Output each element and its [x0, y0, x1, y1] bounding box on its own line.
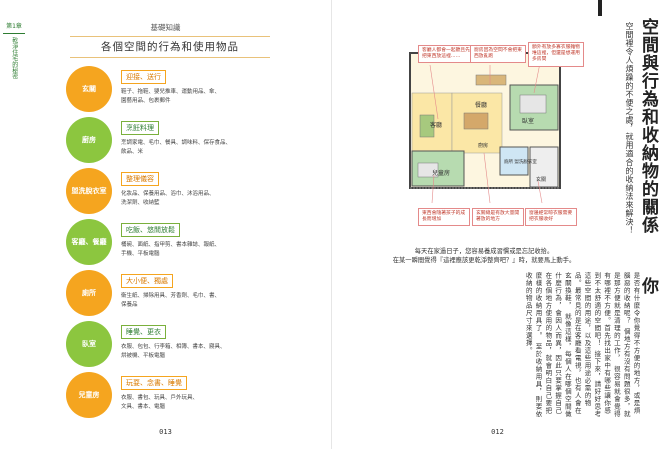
room-row: 客廳、餐廳吃飯、悠閒放鬆桶碗、面紙、指甲剪、書本雜誌、報紙、手機、平板電腦 — [66, 219, 296, 267]
subtitle: 空間裡令人煩躁的不便之處，就用適合的收納法來解決！ — [625, 22, 634, 235]
room-items-line: 園藝用品、包裹郵件 — [121, 98, 171, 104]
label-entry: 玄關 — [536, 176, 546, 183]
right-page: 客廳 餐廳 臥室 兒童房 廚房 廁所 盥洗脫衣室 玄關 客廳人都會一起聽且先把東… — [332, 0, 663, 449]
callout-kitchen: 廚房因為空間不會把東西放亂跑 — [470, 45, 526, 64]
kitchen-counter — [475, 74, 507, 86]
label-dining: 餐廳 — [475, 101, 487, 109]
room-activity: 玩耍、念書、睡覺 — [121, 376, 187, 390]
room-items: 衣服、書包、玩具、戶外玩具、文具、書本、電腦 — [121, 394, 291, 412]
room-activity: 吃飯、悠閒放鬆 — [121, 223, 180, 237]
room-items-line: 衛生紙、掃除用具、芳香劑、毛巾、書、 — [121, 293, 221, 299]
callout-wash: 窗邊經常晾衣服需要把衣服收好 — [525, 208, 577, 227]
room-circle: 盥洗脫衣室 — [66, 168, 112, 214]
room-circle: 兒童房 — [66, 372, 112, 418]
label-kitchen: 廚房 — [478, 142, 488, 149]
room-activity: 迎接、送行 — [121, 70, 166, 84]
chapter-title: 乾淨住宅的秘密 — [10, 36, 18, 79]
room-items: 化妝品、保養用品、浴巾、沐浴用品、洗潔劑、收納籃 — [121, 190, 291, 208]
callout-entry: 玄關總是有放大量開著放的地方 — [472, 208, 524, 227]
dining-table — [463, 112, 489, 130]
floor-plan: 客廳 餐廳 臥室 兒童房 廚房 廁所 盥洗脫衣室 玄關 — [409, 52, 561, 204]
intro-line-2: 在某一瞬間覺得『這裡應該更乾淨整齊吧？』時，就要馬上動手。 — [392, 257, 576, 264]
body-drop-cap: 你 — [642, 277, 659, 297]
room-items: 衣服、包包、行李箱、相簿、書本、寢具、烘被機、平板電腦 — [121, 343, 291, 361]
body-column: 接下來，請好好思考這些空間的用途，以及這些用途必需的物品。最常見的是在客廳看電視… — [563, 272, 601, 418]
room-circle: 臥室 — [66, 321, 112, 367]
room-items-line: 烘被機、平板電腦 — [121, 353, 166, 359]
callout-kids: 東西會隨著孩子的成長而增加 — [418, 208, 470, 227]
callout-line-6 — [537, 180, 543, 204]
room-activity: 大小便、獨處 — [121, 274, 173, 288]
page-title-left: 各個空間的行為和使用物品 — [70, 36, 270, 58]
label-living: 客廳 — [430, 121, 442, 129]
room-row: 廁所大小便、獨處衛生紙、掃除用具、芳香劑、毛巾、書、保養品 — [66, 270, 296, 318]
body-column: 是否有什麼令你覺得不方便的地方，或是煩腦惡的收納呢？ — [622, 272, 640, 415]
room-items-line: 烹調家電、毛巾、餐具、調味料、保存食品、 — [121, 140, 232, 146]
label-wash: 廁所 盥洗脫衣室 — [504, 158, 537, 165]
body-column: 個地方有沒有問題很多，就是那方便就是清理的工作， — [612, 272, 631, 418]
room-row: 廚房烹飪料理烹調家電、毛巾、餐具、調味料、保存食品、飲品、米 — [66, 117, 296, 165]
body-columns: 是否有什麼令你覺得不方便的地方，或是煩腦惡的收納呢？ 個地方有沒有問題很多，就是… — [522, 272, 640, 420]
wash-room-area — [499, 146, 529, 176]
callout-line-5 — [483, 152, 491, 204]
body-column: 很容易就會覺得有哪裡不方便。首先找出家中有哪些讓你感到不太舒適的空間吧！ — [592, 272, 621, 418]
room-items-line: 桶碗、面紙、指甲剪、書本雜誌、報紙、 — [121, 242, 221, 248]
kids-bed — [417, 162, 439, 178]
room-row: 玄關迎接、送行鞋子、拖鞋、嬰兒推車、運動用品、傘、園藝用品、包裹郵件 — [66, 66, 296, 114]
room-circle: 客廳、餐廳 — [66, 219, 112, 265]
page-number-right: 012 — [491, 428, 504, 436]
page-title-right: 空間與行為和收納物的關係 空間裡令人煩躁的不便之處，就用適合的收納法來解決！ — [600, 12, 660, 277]
bed — [519, 94, 547, 114]
label-bedroom: 臥室 — [522, 117, 534, 125]
room-activity: 烹飪料理 — [121, 121, 159, 135]
body-text: 你 是否有什麼令你覺得不方便的地方，或是煩腦惡的收納呢？ 個地方有沒有問題很多，… — [394, 272, 662, 422]
room-circle: 玄關 — [66, 66, 112, 112]
label-kids: 兒童房 — [432, 169, 450, 177]
page-number-left: 013 — [159, 428, 172, 436]
room-items-line: 化妝品、保養用品、浴巾、沐浴用品、 — [121, 191, 215, 197]
room-circle: 廁所 — [66, 270, 112, 316]
section-label: 基礎知識 — [150, 23, 181, 32]
room-items: 鞋子、拖鞋、嬰兒推車、運動用品、傘、園藝用品、包裹郵件 — [121, 88, 291, 106]
room-items-line: 鞋子、拖鞋、嬰兒推車、運動用品、傘、 — [121, 89, 221, 95]
room-activity: 睡覺、更衣 — [121, 325, 166, 339]
callout-line-4 — [431, 174, 435, 204]
room-items: 烹調家電、毛巾、餐具、調味料、保存食品、飲品、米 — [121, 139, 291, 157]
chapter-number: 第1章 — [3, 23, 25, 34]
sofa — [419, 114, 435, 138]
room-items-line: 文具、書本、電腦 — [121, 404, 166, 410]
main-title: 空間與行為和收納物的關係 — [638, 18, 658, 234]
room-items-line: 衣服、書包、玩具、戶外玩具、 — [121, 395, 199, 401]
room-row: 兒童房玩耍、念書、睡覺衣服、書包、玩具、戶外玩具、文具、書本、電腦 — [66, 372, 296, 420]
room-activity: 整理儀容 — [121, 172, 159, 186]
room-items: 桶碗、面紙、指甲剪、書本雜誌、報紙、手機、平板電腦 — [121, 241, 291, 259]
callout-bedroom: 額外有放多寡衣服雜物堆這裡，但還是想運用多房間 — [528, 42, 584, 67]
room-items: 衛生紙、掃除用具、芳香劑、毛巾、書、保養品 — [121, 292, 291, 310]
callout-line-3 — [533, 62, 541, 94]
body-column: 至於收納用具，則要依收納的物品尺寸來選擇。 — [524, 272, 543, 418]
intro-text: 每天在家過日子，您容易養成習慣或是忘記收拾。 在某一瞬間覺得『這裡應該更乾淨整齊… — [370, 247, 598, 265]
body-column: 麼樣的收納用具了。 — [534, 272, 543, 340]
room-items-line: 洗潔劑、收納籃 — [121, 200, 160, 206]
body-column: 就像這樣，每個人在哪個空間做什麼行為，會因人而異，因此只要掌握自己在各個地方使用… — [543, 272, 572, 418]
room-items-line: 手機、平板電腦 — [121, 251, 160, 257]
callout-line-1 — [429, 64, 439, 120]
callout-living: 客廳人都會一起聽且先把東西放這裡…… — [418, 45, 474, 64]
room-row: 盥洗脫衣室整理儀容化妝品、保養用品、浴巾、沐浴用品、洗潔劑、收納籃 — [66, 168, 296, 216]
room-row: 臥室睡覺、更衣衣服、包包、行李箱、相簿、書本、寢具、烘被機、平板電腦 — [66, 321, 296, 369]
intro-line-1: 每天在家過日子，您容易養成習慣或是忘記收拾。 — [414, 248, 554, 255]
title-accent-bar — [598, 0, 602, 16]
room-items-line: 保養品 — [121, 302, 138, 308]
entry-area — [529, 146, 559, 188]
room-circle: 廚房 — [66, 117, 112, 163]
chapter-tab: 第1章 乾淨住宅的秘密 — [3, 23, 25, 81]
room-items-line: 衣服、包包、行李箱、相簿、書本、寢具、 — [121, 344, 226, 350]
room-items-line: 飲品、米 — [121, 149, 144, 155]
left-page: 第1章 乾淨住宅的秘密 基礎知識 各個空間的行為和使用物品 玄關迎接、送行鞋子、… — [3, 0, 332, 449]
